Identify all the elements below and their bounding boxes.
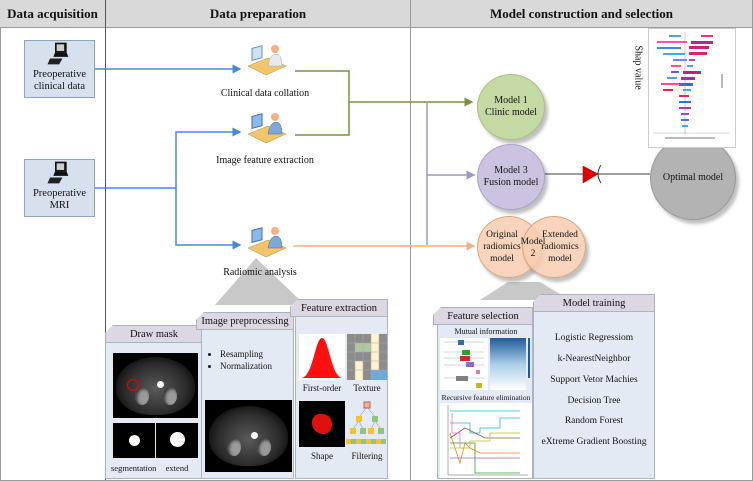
rfe-line-plot [440, 403, 532, 478]
panel-feature-extraction: First-order Texture Shape Filtering [295, 316, 388, 479]
computer-icon [47, 161, 68, 184]
caption: Filtering [351, 451, 383, 461]
mri-image [113, 353, 198, 418]
panel-draw-mask: segmentation extend [105, 342, 203, 479]
texture-matrix [347, 334, 387, 380]
filtering-tree [346, 401, 386, 444]
column-divider [105, 0, 106, 480]
tab-feature-extraction: Feature extraction [290, 299, 388, 317]
source-mri: Preoperative MRI [24, 159, 95, 217]
header-data-preparation: Data preparation [106, 0, 410, 28]
shape-render [299, 401, 345, 447]
source-label: Preoperative MRI [32, 188, 87, 211]
panel-model-training: Logistic Regressiom k-NearestNeighbor Su… [533, 311, 655, 479]
model-training-item: eXtreme Gradient Boosting [541, 437, 647, 447]
segmentation-mask [113, 423, 155, 458]
shap-beeswarm [653, 32, 729, 139]
model-training-item: k-NearestNeighbor [557, 354, 631, 364]
shap-plot [648, 28, 736, 148]
worker-at-desk-icon [247, 45, 287, 76]
preprocessing-list: Resampling Normalization [206, 348, 272, 372]
header-data-acquisition: Data acquisition [0, 0, 105, 28]
caption: extend [165, 463, 189, 473]
step-label: Clinical data collation [220, 88, 310, 99]
step-label: Image feature extraction [216, 155, 314, 166]
caption: Texture [353, 383, 381, 393]
worker-at-desk-icon [247, 227, 287, 258]
model-label: Extended radiomics model [541, 230, 579, 264]
tab-draw-mask: Draw mask [105, 325, 203, 343]
bullet-item: Resampling [220, 348, 272, 360]
histogram-first-order [299, 334, 345, 380]
model-training-item: Random Forest [564, 416, 624, 426]
tab-model-training: Model training [533, 294, 655, 312]
model2-extended: Extended radiomics model [522, 216, 586, 278]
model-training-item: Support Vetor Machies [550, 375, 638, 385]
extended-mask [156, 423, 198, 458]
caption: segmentation [111, 463, 157, 473]
shap-points [657, 35, 713, 127]
tab-image-preprocessing: Image preprocessing [196, 312, 294, 330]
source-clinical-data: Preoperative clinical data [24, 40, 95, 98]
tab-feature-selection: Feature selection [433, 307, 533, 325]
computer-icon [47, 42, 68, 65]
caption: Shape [311, 451, 333, 461]
model-subtitle: Clinic model [485, 107, 537, 118]
header-model-construction: Model construction and selection [411, 0, 752, 28]
panel-feature-selection: Mutual information Recursive feature eli… [437, 324, 533, 479]
model-training-item: Logistic Regressiom [554, 333, 634, 343]
mutual-information-plot [440, 338, 530, 390]
model-training-item: Decision Tree [567, 396, 621, 406]
model-label: Optimal model [662, 172, 724, 183]
preprocessed-mri [205, 400, 292, 472]
model-title: Model 3 [494, 165, 528, 176]
model-title: Model 1 [494, 95, 528, 106]
subplot-title: Recursive feature elimination [441, 393, 531, 402]
step-label: Radiomic analysis [223, 267, 297, 278]
subplot-title: Mutual information [454, 327, 518, 336]
shap-value-label: Shap value [632, 45, 644, 90]
worker-at-desk-icon [247, 113, 287, 144]
panel-image-preprocessing: Resampling Normalization [201, 329, 294, 479]
bullet-item: Normalization [220, 360, 272, 372]
roi-circle [127, 379, 139, 391]
column-divider [410, 0, 411, 480]
caption: First-order [302, 383, 342, 393]
source-label: Preoperative clinical data [32, 69, 87, 92]
model-label: Original radiomics model [483, 230, 521, 264]
optimal-model: Optimal model [650, 136, 736, 220]
model-subtitle: Fusion model [483, 177, 539, 188]
model2-center-label: Model 2 [520, 237, 546, 259]
